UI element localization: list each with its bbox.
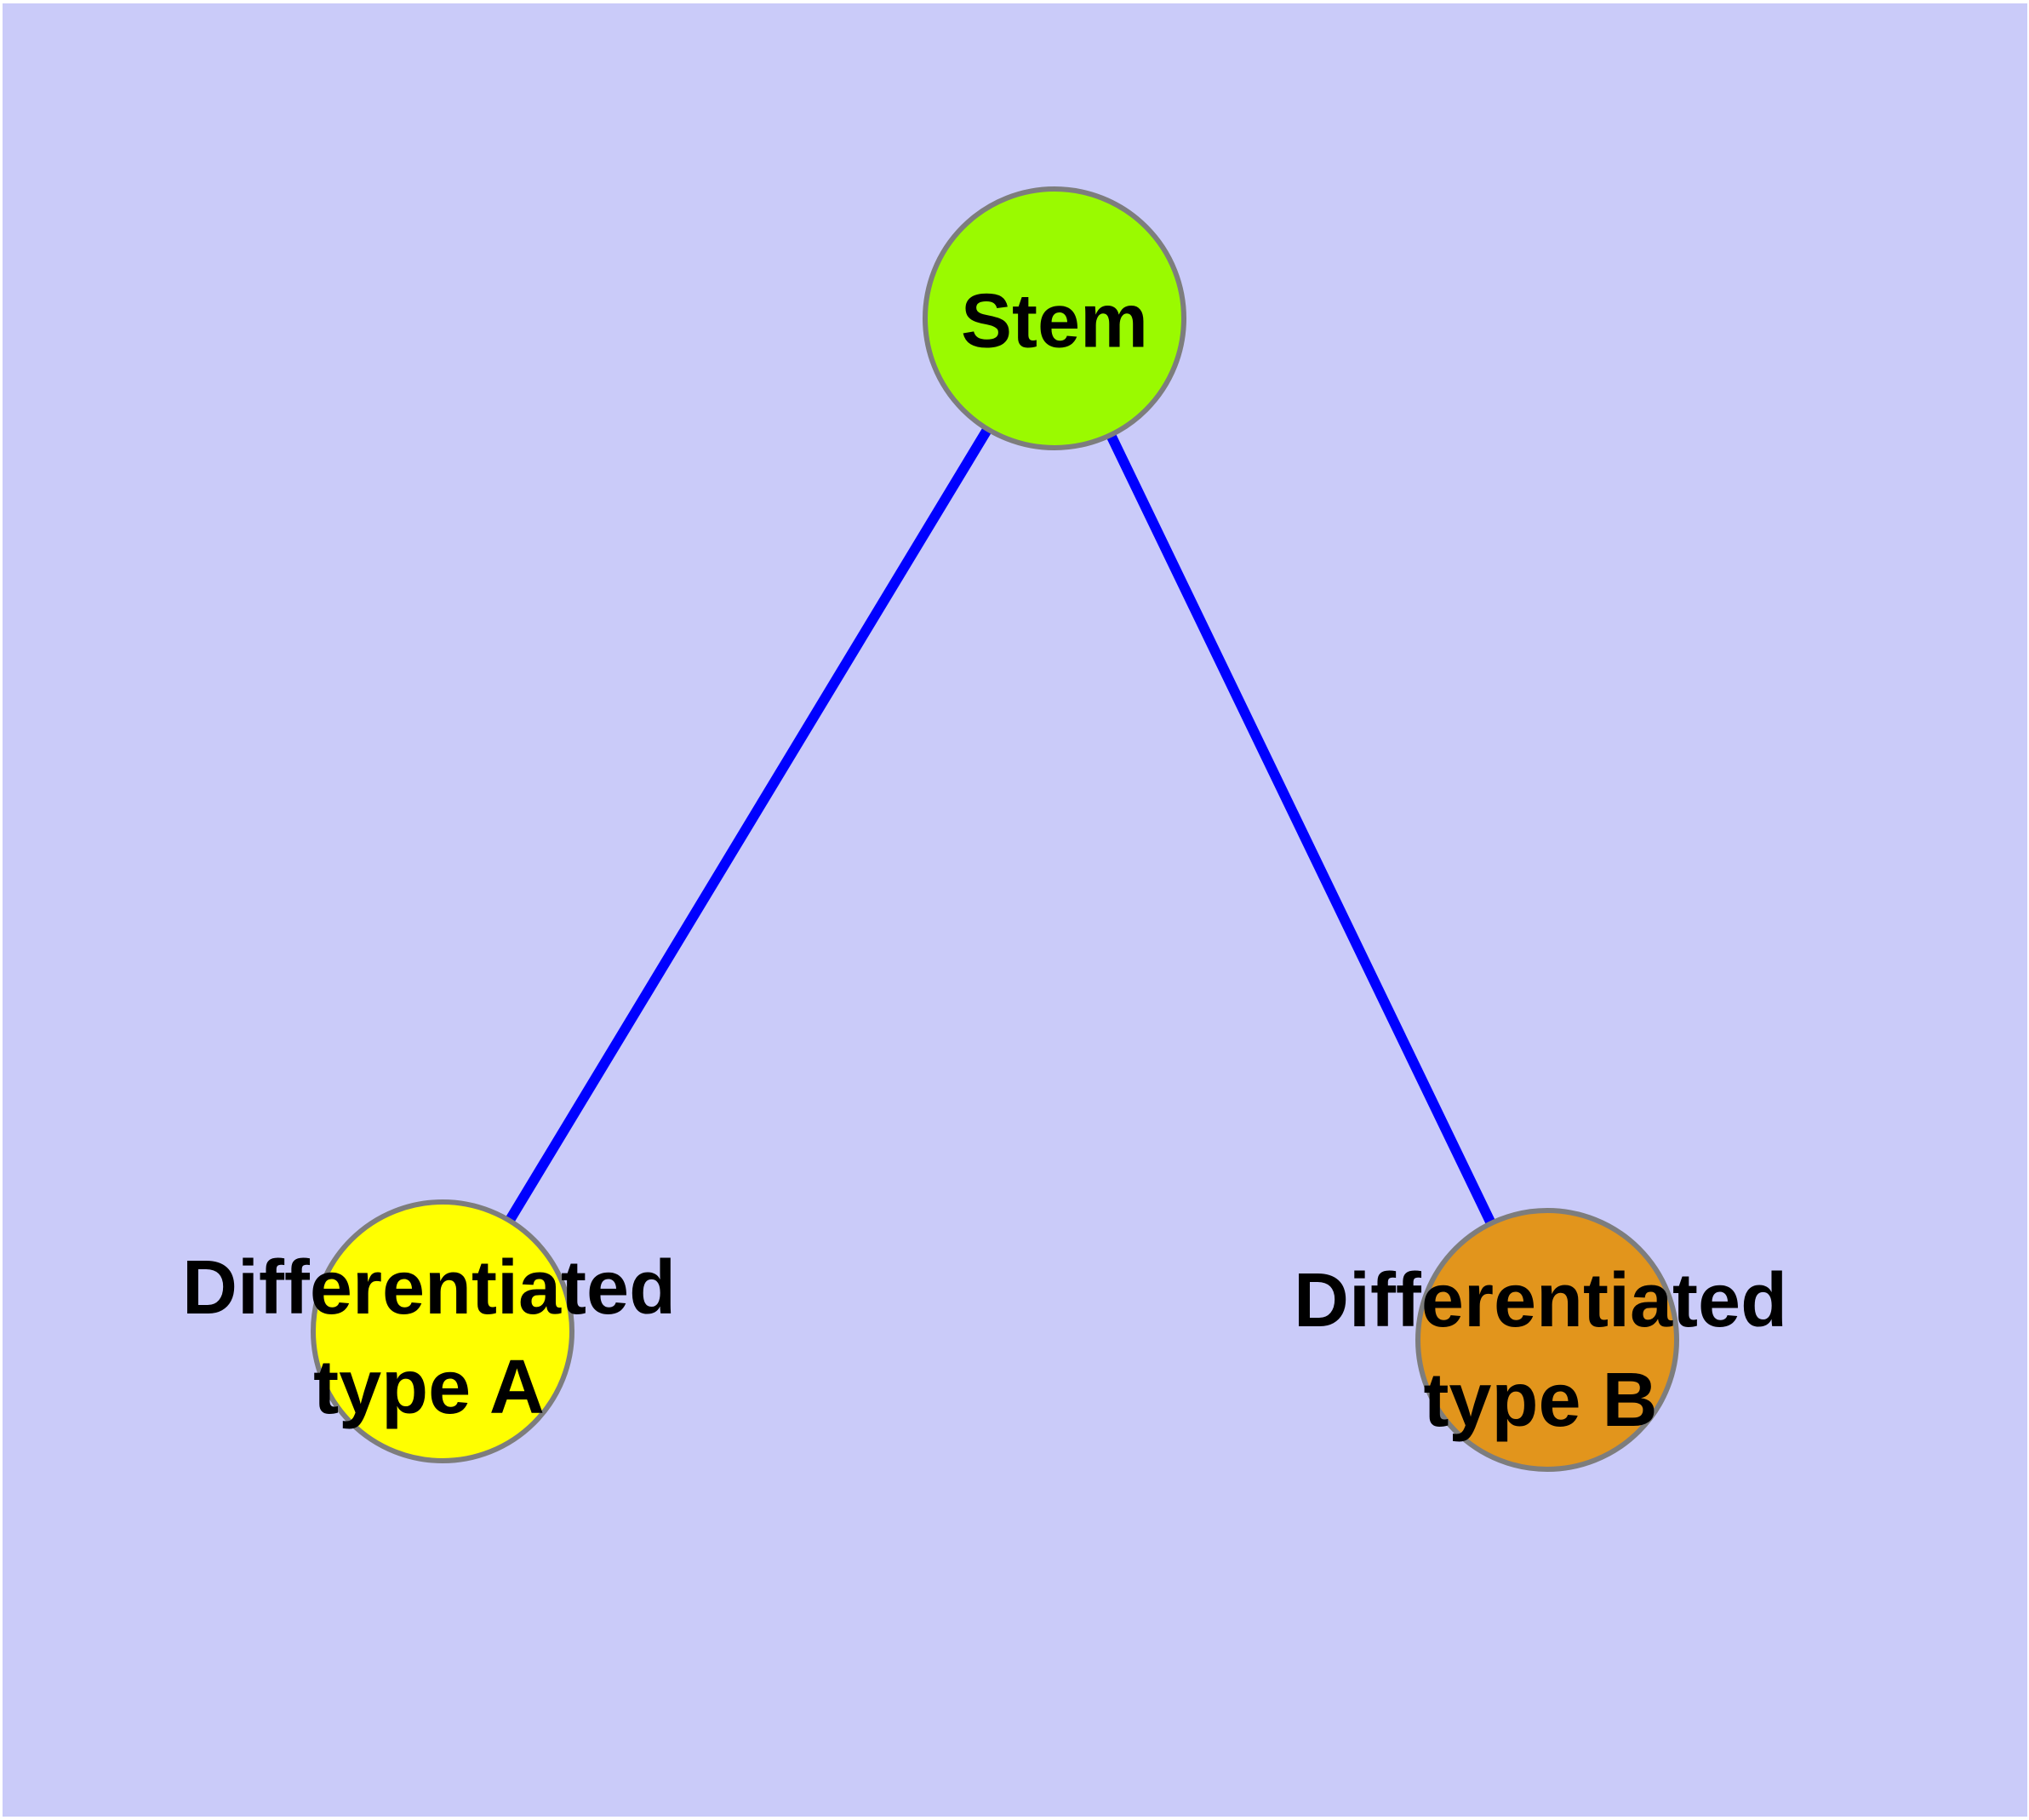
node-type-a-label-line1: Differentiated [181,1245,677,1331]
node-type-b-circle [1415,1208,1679,1472]
node-stem-circle [923,186,1186,450]
edge-stem-to-type-a [437,315,1060,1335]
edge-stem-to-type-b [1049,316,1552,1342]
node-type-a-label: Differentiated type A [182,1239,676,1438]
node-type-a-label-line2: type A [313,1345,545,1430]
node-stem-label: Stem [961,272,1148,372]
node-type-b-label-line2: type B [1423,1358,1658,1443]
node-type-a-circle [311,1199,574,1463]
node-type-b-label-line1: Differentiated [1293,1258,1788,1343]
node-type-b-label: Differentiated type B [1294,1251,1787,1451]
node-stem-label-text: Stem [960,278,1149,364]
